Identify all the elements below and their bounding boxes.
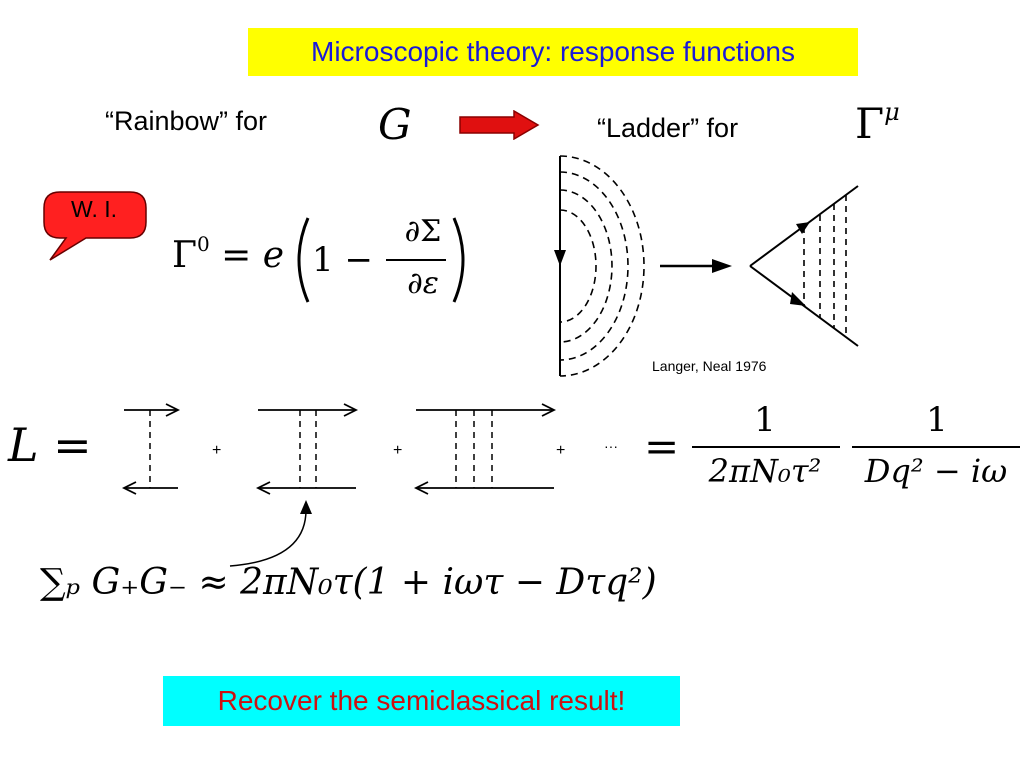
- vertex-lower-arrow-icon: [790, 292, 806, 306]
- vertex-eq-equals: =: [221, 235, 252, 276]
- vertex-eq-lhs: Γ: [172, 235, 197, 276]
- citation-credit: Langer, Neal 1976: [652, 358, 767, 374]
- vertex-equation: Γ0 = e: [172, 232, 284, 276]
- ladder-diagram-one-rung: [121, 403, 181, 495]
- vertex-symbol-base: Γ: [855, 99, 885, 148]
- vertex-equation-parentheses: [297, 217, 465, 303]
- fraction1-numerator: 1: [754, 400, 776, 440]
- green-function-symbol: G: [378, 100, 412, 149]
- ladder-diagram-three-rungs: [413, 403, 557, 495]
- rainbow-arcs: [559, 155, 645, 377]
- ladder-ellipsis: ···: [604, 438, 618, 454]
- vertex-eq-charge: e: [262, 235, 285, 276]
- fraction2-numerator: 1: [926, 400, 948, 440]
- vertex-eq-one-minus: 1 −: [312, 240, 373, 280]
- fraction2-bar: [852, 446, 1020, 448]
- wi-callout-text: W. I.: [71, 196, 117, 222]
- vertex-eq-lhs-sup: 0: [196, 232, 210, 256]
- fraction1-bar: [692, 446, 840, 448]
- conclusion-banner: Recover the semiclassical result!: [163, 676, 680, 726]
- red-arrow-icon: [459, 110, 540, 140]
- ladder-label: “Ladder” for: [597, 113, 739, 143]
- vertex-symbol-superscript: μ: [884, 98, 900, 126]
- ladder-plus-3: +: [556, 442, 566, 459]
- vertex-eq-numerator: ∂Σ: [404, 214, 442, 249]
- fraction2-denominator: Dq² − iω: [864, 452, 1008, 490]
- rainbow-to-ladder-diagram: [554, 155, 859, 377]
- ladder-plus-1: +: [212, 442, 222, 459]
- rainbow-label: “Rainbow” for: [105, 106, 268, 136]
- slide-title: Microscopic theory: response functions: [248, 28, 858, 76]
- bubble-equation: ∑ₚ G₊G₋ ≈ 2πN₀τ(1 + iωτ − Dτq²): [40, 562, 657, 603]
- curved-pointer-arrow-icon: [229, 500, 312, 567]
- ladder-rungs: [803, 195, 847, 337]
- fraction1-denominator: 2πN₀τ²: [708, 452, 822, 490]
- vertex-upper-arrow-icon: [796, 222, 810, 234]
- ladder-diagram-two-rungs: [255, 403, 359, 495]
- ladder-series-diagrams: [121, 403, 557, 495]
- ladder-sum-lhs: L =: [8, 418, 92, 472]
- ladder-plus-2: +: [393, 442, 403, 459]
- ladder-sum-equals: =: [644, 422, 680, 471]
- transform-arrow-icon: [712, 259, 732, 273]
- propagator-arrow-icon: [554, 250, 566, 266]
- vertex-symbol: Γμ: [855, 98, 900, 148]
- speech-bubble-icon: [43, 191, 147, 261]
- vertex-eq-denominator: ∂ε: [407, 266, 439, 301]
